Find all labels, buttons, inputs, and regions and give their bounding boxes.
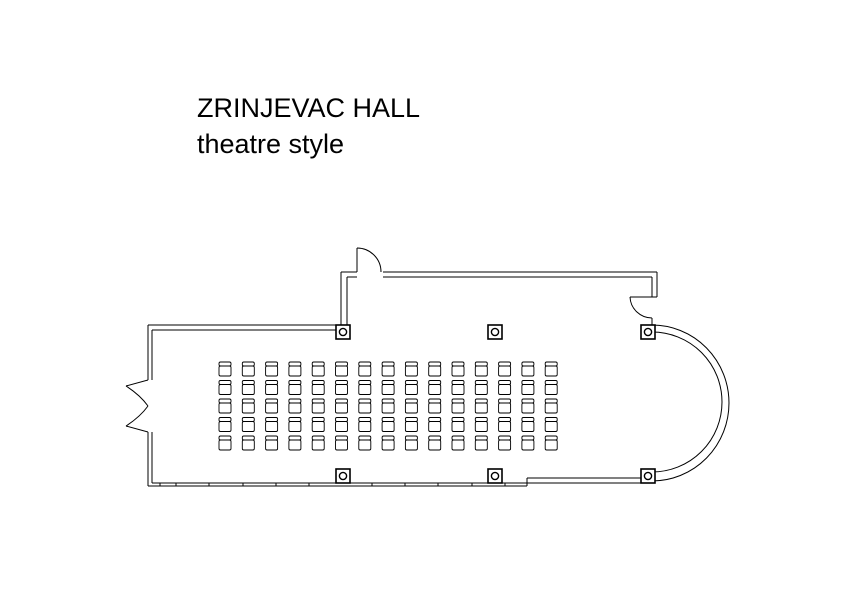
seat <box>498 380 512 395</box>
walls <box>147 271 658 487</box>
hall-name: ZRINJEVAC HALL <box>197 93 421 123</box>
seat <box>498 435 512 451</box>
seat <box>428 361 442 377</box>
seat <box>358 380 372 395</box>
seat <box>498 398 512 414</box>
seat <box>265 417 279 432</box>
seat <box>428 398 442 414</box>
seat <box>335 380 348 395</box>
seat <box>451 380 465 395</box>
seat <box>498 417 512 432</box>
seat <box>428 417 442 432</box>
seat <box>498 361 512 377</box>
seat <box>428 435 442 451</box>
pillar <box>335 324 351 340</box>
seat <box>358 361 372 377</box>
seat <box>474 398 488 414</box>
curved-bay <box>651 324 730 482</box>
seat <box>311 380 325 395</box>
seat <box>404 398 418 414</box>
seat <box>451 417 465 432</box>
seat <box>521 361 535 377</box>
seat <box>381 380 395 395</box>
seat <box>544 361 558 377</box>
seat <box>521 398 535 414</box>
seat <box>311 417 325 432</box>
seat <box>335 361 348 377</box>
seat <box>474 417 488 432</box>
seat <box>265 380 279 395</box>
seat <box>544 417 558 432</box>
seat <box>404 435 418 451</box>
seat <box>265 435 279 451</box>
seat <box>544 380 558 395</box>
seat <box>451 361 465 377</box>
seat <box>381 361 395 377</box>
pillar <box>640 468 656 484</box>
pillars <box>335 324 656 484</box>
seat <box>288 435 302 451</box>
seat <box>358 417 372 432</box>
pillar <box>335 468 351 484</box>
seat <box>265 361 279 377</box>
seat <box>404 417 418 432</box>
seat <box>521 417 535 432</box>
seat <box>265 398 279 414</box>
seat <box>311 398 325 414</box>
seat <box>311 361 325 377</box>
seat <box>404 380 418 395</box>
door-right <box>629 296 653 319</box>
seat <box>218 417 232 432</box>
seating-style: theatre style <box>197 129 345 159</box>
seat <box>241 361 255 377</box>
seat <box>358 435 372 451</box>
seat <box>451 435 465 451</box>
seat <box>241 398 255 414</box>
seat <box>358 398 372 414</box>
seat <box>544 398 558 414</box>
seat <box>288 417 302 432</box>
pillar <box>487 324 503 340</box>
seat <box>404 361 418 377</box>
seat <box>544 435 558 451</box>
title-block: ZRINJEVAC HALL theatre style <box>197 90 420 162</box>
pillar <box>487 468 503 484</box>
seat <box>451 398 465 414</box>
seat <box>241 435 255 451</box>
seat <box>474 435 488 451</box>
window-mullions <box>159 483 506 486</box>
seat <box>288 361 302 377</box>
seat <box>474 380 488 395</box>
seat <box>218 361 232 377</box>
seat <box>218 398 232 414</box>
seating-area <box>218 361 558 451</box>
seat <box>474 361 488 377</box>
seat <box>311 435 325 451</box>
seat <box>428 380 442 395</box>
door-left <box>125 379 149 433</box>
seat <box>288 380 302 395</box>
seat <box>241 417 255 432</box>
seat <box>241 380 255 395</box>
seat <box>335 398 348 414</box>
seat <box>381 398 395 414</box>
seat <box>218 380 232 395</box>
seat <box>335 417 348 432</box>
seat <box>218 435 232 451</box>
seat <box>521 380 535 395</box>
seat <box>335 435 348 451</box>
seat <box>381 435 395 451</box>
pillar <box>640 324 656 340</box>
seat <box>381 417 395 432</box>
seat <box>288 398 302 414</box>
seat <box>521 435 535 451</box>
door-top <box>356 247 382 273</box>
